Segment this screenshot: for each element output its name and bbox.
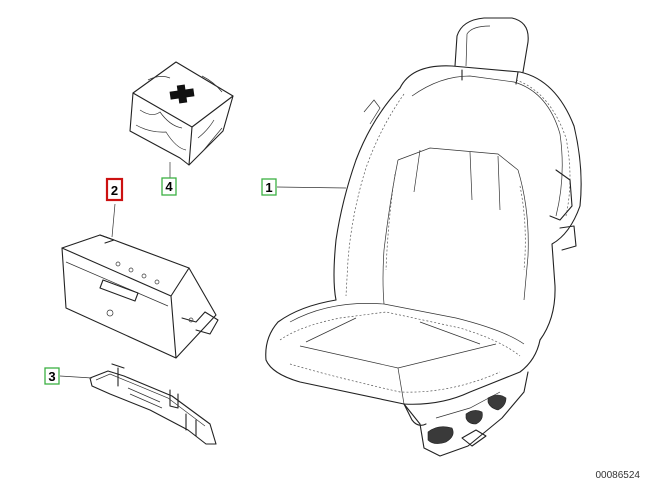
callout-4-box [161,177,177,196]
leader-line-2 [111,203,116,238]
leader-line-1 [276,186,347,189]
callout-4[interactable]: 4 [161,177,177,196]
callout-4-label: 4 [165,179,173,194]
callout-1[interactable]: 1 [261,178,277,196]
callout-2-label: 2 [111,183,118,198]
leader-line-3 [59,375,93,379]
callout-3-box [44,367,60,385]
callout-2-box [105,177,124,202]
callout-2[interactable]: 2 [105,177,124,202]
storage-box-icon [61,234,219,359]
callout-3[interactable]: 3 [44,367,60,385]
first-aid-kit-icon [129,61,234,166]
seat-icon [265,17,582,457]
callout-1-label: 1 [265,180,272,195]
reference-number: 00086524 [596,470,641,481]
bracket-icon [89,363,217,445]
callout-1-box [261,178,277,196]
callout-3-label: 3 [48,369,55,384]
